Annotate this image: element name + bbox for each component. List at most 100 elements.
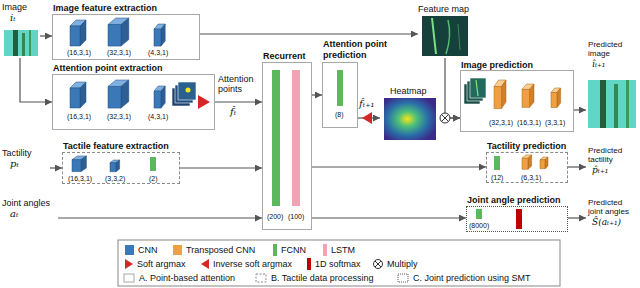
group-heading: Image feature extraction [53,3,157,14]
layer-size: (16,3,1) [68,175,92,183]
heatmap-thumbnail [384,98,436,140]
cnn-layer [154,24,165,46]
feature-map-node: Feature map [418,4,472,58]
input-image-thumbnail [4,30,38,56]
layer-size: (3,3,2) [105,175,125,183]
variable-symbol: iₜ [2,12,40,24]
legend-text: B. Tactile data processing [271,273,373,283]
connector-arrow [312,94,322,95]
layer-size: (16,3,1) [67,49,91,57]
text-label: Heatmap [380,86,440,96]
group-heading: Recurrent [263,51,306,62]
fcnn-layer [476,209,482,219]
group-heading: Tactile feature extraction [63,141,169,152]
feature-map-ground [422,16,468,56]
image-stripe [29,30,31,56]
feature-stroke [476,80,478,96]
group-heading: Attention point prediction [323,39,407,61]
text-label: Joint angles [2,198,58,208]
transposed-cnn-layer [522,84,534,107]
lstm-layer [292,70,300,206]
connector-arrow [445,58,460,118]
input-node: Joint anglesaₜ [2,198,58,226]
layer-size: (3,3,1) [545,119,565,127]
output-node: Predicted imageîₜ₊₁ [586,40,638,132]
variable-symbol: îₜ₊₁ [586,59,638,69]
connector-arrow [568,166,586,167]
group-heading: Joint angle prediction [467,195,561,206]
cnn-layer [70,82,86,108]
cnn-layer [108,80,129,108]
variable-symbol: Ŝ(aₜ₊₁) [586,217,638,227]
layer-size: (200) [267,213,283,221]
fcnn-layer [337,70,343,106]
layer-size: (32,3,1) [107,49,131,57]
image-stripe [614,84,618,128]
variable-symbol: pₜ [2,158,50,170]
module-box: Joint angle prediction(8000) [466,206,568,232]
module-box: Tactility prediction(12)(6,3,1) [486,152,568,183]
layer-size: (16,3,1) [517,119,541,127]
legend-text: Inverse soft argmax [213,259,292,269]
legend-text: A. Point-based attention [139,273,235,283]
connector-arrow [312,166,486,167]
connector-arrow [215,101,262,102]
feature-map-stroke [446,20,450,54]
heatmap-node: Heatmap [380,86,440,142]
legend-swatch [307,258,311,270]
cnn-layer [110,160,120,172]
legend-dashed-box-sample [256,274,266,282]
transposed-cnn-layer [551,88,561,108]
text-label: Attention points [218,74,260,95]
transposed-cnn-layer [522,155,532,169]
feature-map-stroke [458,24,460,50]
fcnn-layer [494,156,500,170]
image-ground [588,80,636,128]
variable-symbol: f̂ₜ₊₁ [359,98,374,110]
image-stripe [22,33,25,56]
legend-multiply-sample [374,260,383,269]
connector-arrow [312,217,466,218]
layer-size: (32,3,1) [489,119,513,127]
text-label: Predicted image [586,40,638,59]
variable-symbol: aₜ [2,208,58,220]
legend-soft-argmax-sample [125,259,133,269]
cnn-layer [72,156,86,172]
input-node: Tactilitypₜ [2,148,50,178]
legend-swatch [173,245,182,255]
legend-text: Soft argmax [137,259,186,269]
legend-swatch [125,245,134,255]
layer-size: (12) [491,174,503,182]
image-stripe [626,80,629,128]
cnn-layer [70,20,86,46]
layer-size: (6,3,1) [521,174,541,182]
layer-size: (8000) [469,222,489,230]
legend-dotted-box-sample [398,274,408,282]
legend-text: LSTM [331,245,355,255]
softmax-layer [516,209,522,229]
layer-size: (4,3,1) [148,113,168,121]
image-stripe [600,80,606,128]
connector-arrow [40,35,52,36]
feature-map-stroke [432,18,436,54]
output-node: Predicted tactilityp̂ₜ₊₁ [586,146,638,192]
connector-arrow [574,109,586,110]
module-box: Tactile feature extraction(16,3,1)(3,3,2… [62,152,180,184]
legend-text: FCNN [281,245,306,255]
layer-size: (2) [149,175,158,183]
layer-size: (32,3,1) [107,113,131,121]
variable-symbol: f̂ₜ [230,106,236,118]
soft-argmax-symbol [198,95,210,109]
legend-text: Multiply [387,259,418,269]
legend-text: C. Joint prediction using SMT [413,273,531,283]
group-heading: Image prediction [461,60,533,71]
legend-text: CNN [138,245,158,255]
layer-size: (100) [288,213,304,221]
attention-map [178,82,196,100]
connector-arrow [58,217,262,218]
text-label: Predicted tactility [586,146,638,165]
layer-size: (16,3,1) [67,113,91,121]
module-box: Image feature extraction(16,3,1)(32,3,1)… [52,14,200,60]
legend-swatch [323,244,327,256]
connector-arrow [20,58,52,102]
